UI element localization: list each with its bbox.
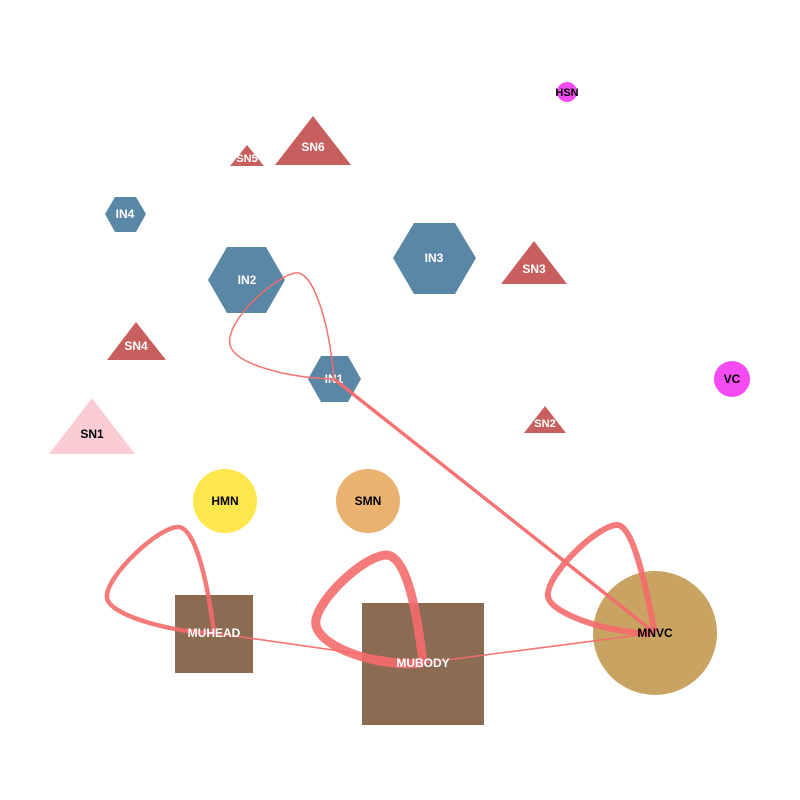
node-vc-label: VC (724, 372, 741, 386)
edge-mubody-to-mnvc[interactable] (422, 632, 656, 664)
node-sn2-label: SN2 (534, 418, 555, 430)
node-sn6-label: SN6 (301, 140, 325, 154)
node-hsn-label: HSN (555, 87, 578, 99)
edge-layer (104, 272, 658, 669)
node-sn5[interactable]: SN5 (230, 145, 264, 166)
node-muhead-label: MUHEAD (188, 626, 241, 640)
node-hmn[interactable]: HMN (193, 469, 257, 533)
node-mubody-label: MUBODY (396, 656, 449, 670)
edge-mubody-self-loop[interactable] (311, 550, 428, 669)
node-sn5-label: SN5 (236, 153, 257, 165)
node-hmn-label: HMN (211, 494, 238, 508)
node-in3[interactable]: IN3 (393, 223, 476, 294)
node-in4-label: IN4 (116, 207, 135, 221)
node-mnvc-label: MNVC (637, 626, 673, 640)
node-vc[interactable]: VC (714, 361, 750, 397)
node-in3-label: IN3 (425, 251, 444, 265)
node-in2[interactable]: IN2 (208, 247, 285, 313)
edge-in1-self-loop[interactable] (229, 272, 335, 380)
node-sn2[interactable]: SN2 (524, 406, 566, 433)
node-sn6[interactable]: SN6 (275, 116, 351, 165)
node-sn4[interactable]: SN4 (107, 322, 166, 360)
node-hsn[interactable]: HSN (555, 82, 579, 102)
node-sn3-label: SN3 (522, 262, 546, 276)
edge-mnvc-self-loop[interactable] (545, 521, 658, 637)
edge-muhead-self-loop[interactable] (104, 524, 217, 636)
node-smn-label: SMN (355, 494, 382, 508)
node-sn4-label: SN4 (124, 339, 148, 353)
node-sn3[interactable]: SN3 (501, 241, 567, 284)
node-sn1[interactable]: SN1 (49, 398, 135, 454)
node-in4[interactable]: IN4 (105, 197, 146, 232)
node-in2-label: IN2 (238, 273, 257, 287)
node-sn1-label: SN1 (80, 427, 104, 441)
edge-in1-to-mnvc[interactable] (332, 377, 657, 635)
node-smn[interactable]: SMN (336, 469, 400, 533)
node-layer: HSN SN6 SN5 IN4 IN2 IN3 SN (49, 82, 750, 725)
edge-muhead-to-mubody[interactable] (213, 632, 424, 664)
top-label-layer: MUHEAD MUBODY MNVC (188, 626, 673, 670)
